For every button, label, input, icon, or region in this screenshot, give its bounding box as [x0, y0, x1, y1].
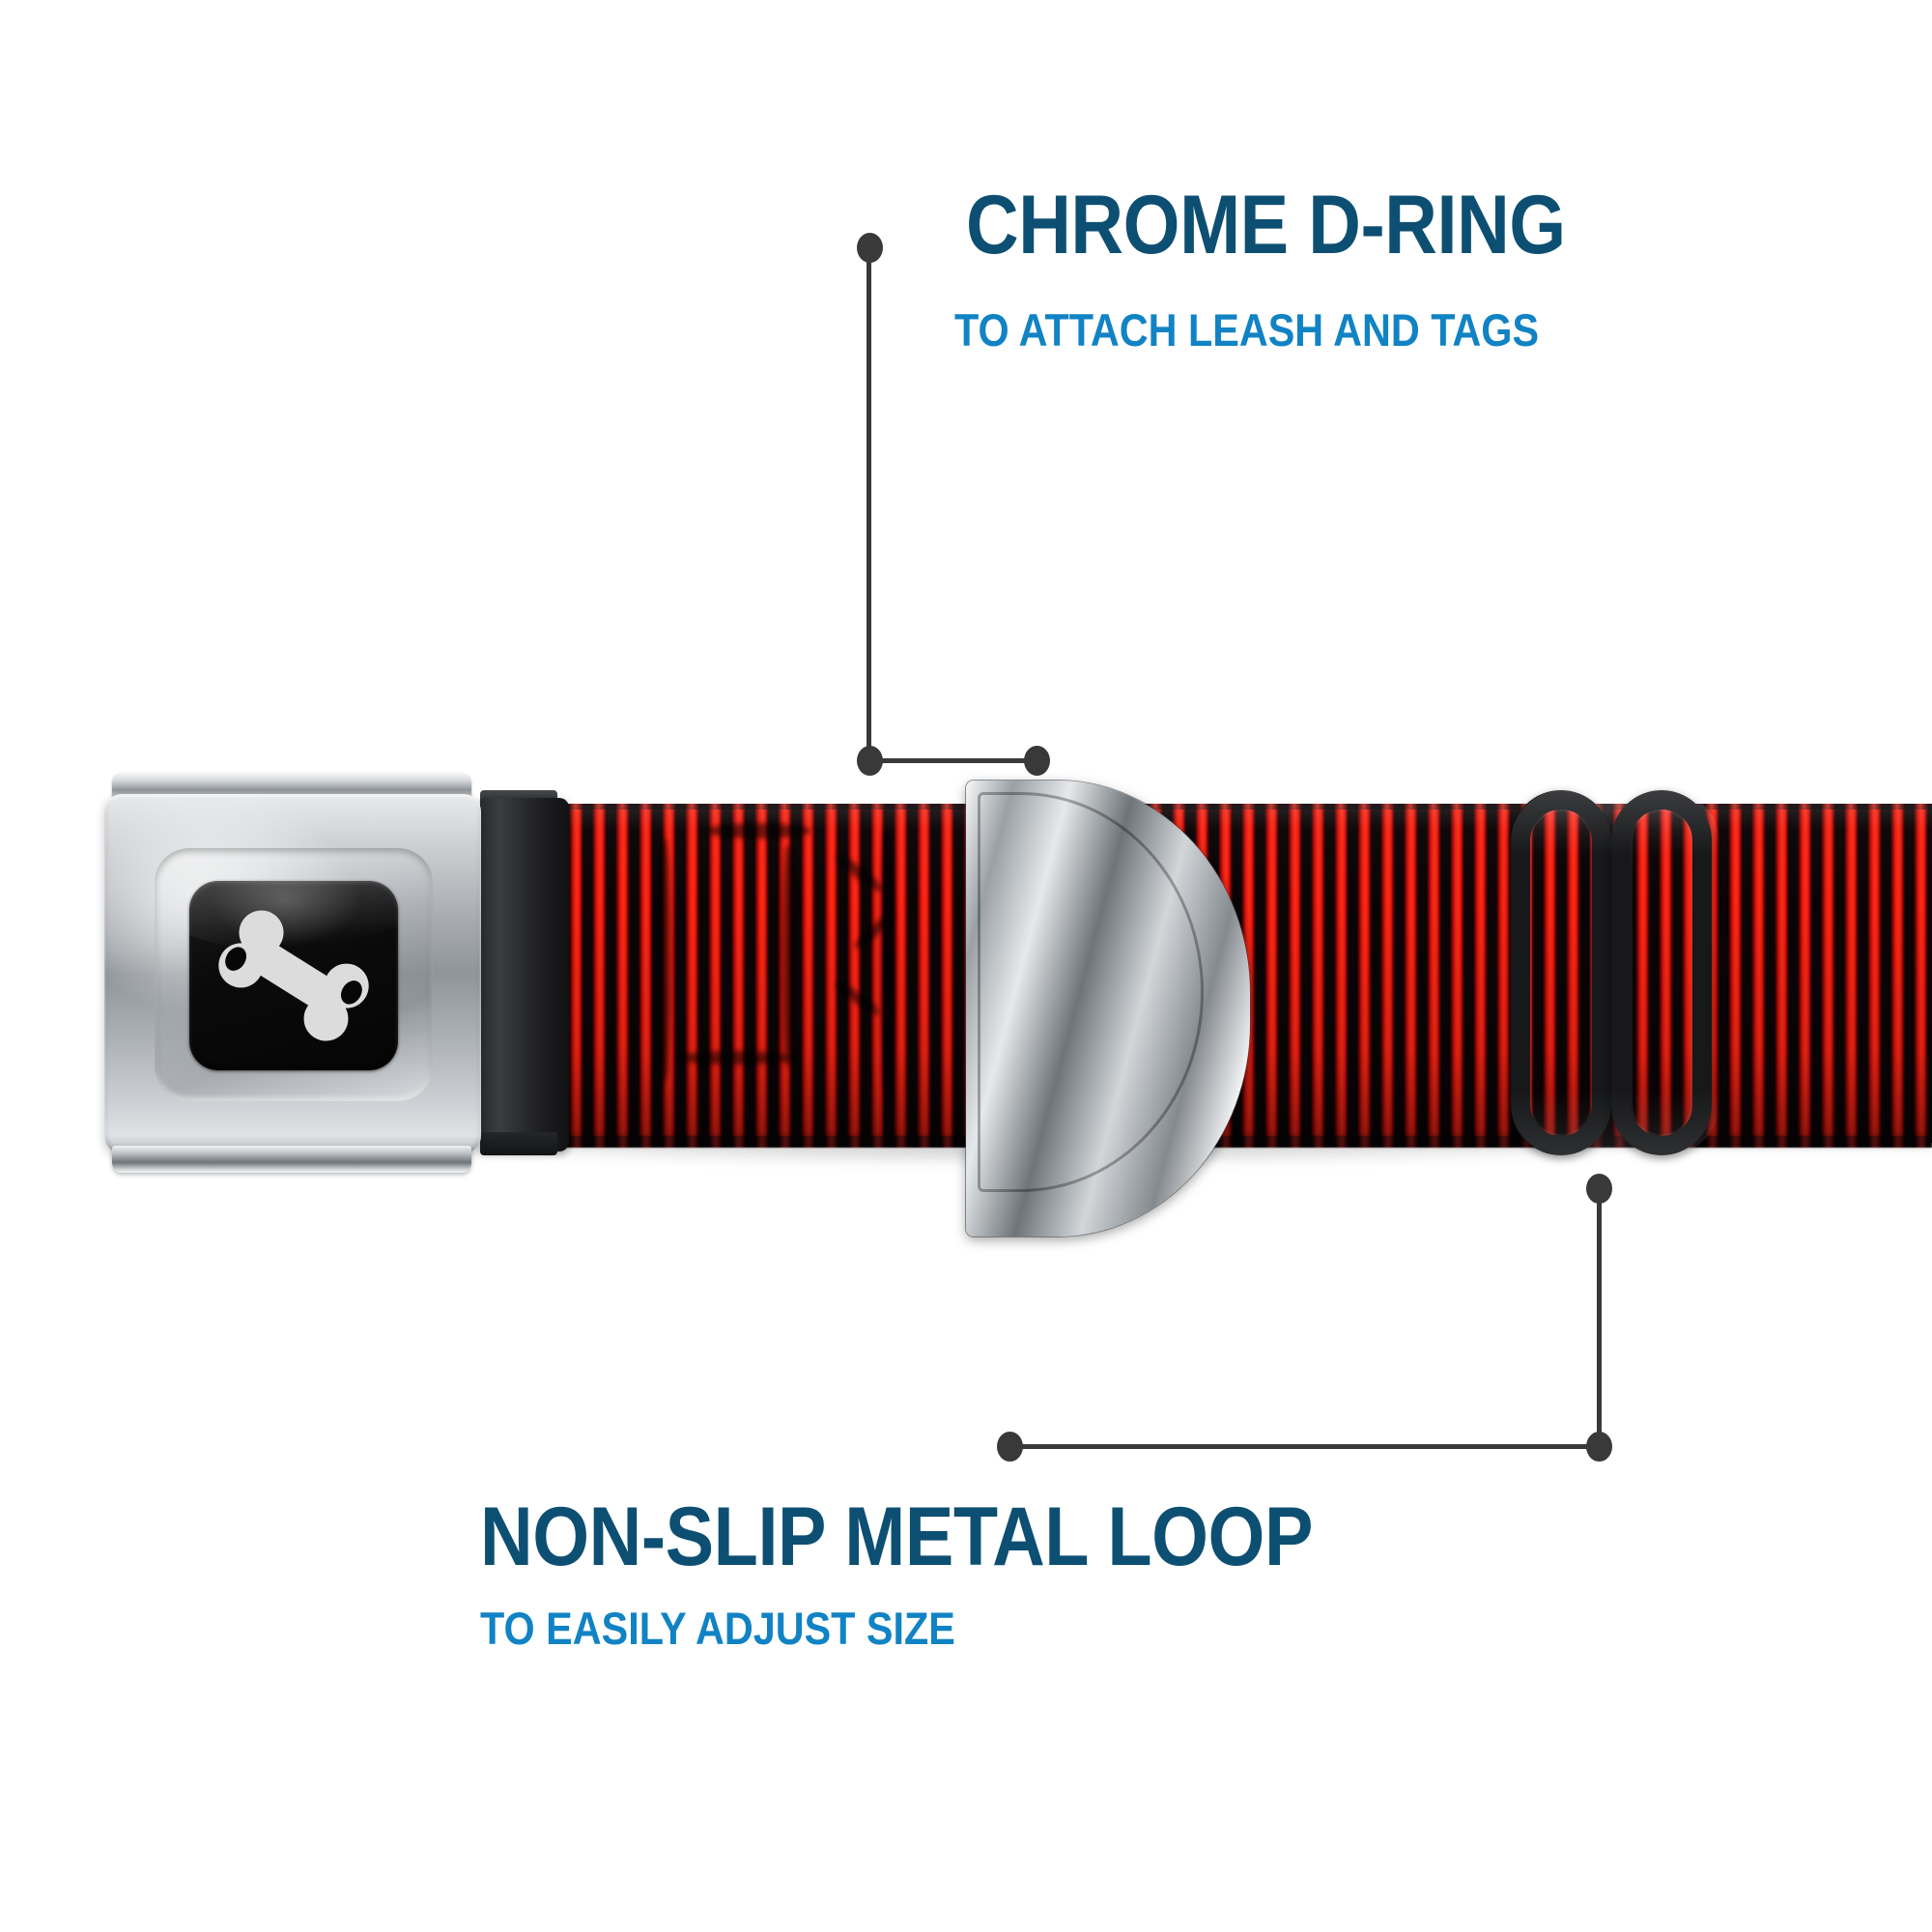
leader-line-loop-vertical: [1597, 1186, 1602, 1447]
webbing-bottom-edge: [541, 1136, 1932, 1148]
leader-line-loop-horizontal: [1010, 1444, 1600, 1449]
tri-glide-slot-right: [1611, 790, 1712, 1155]
seatbelt-buckle[interactable]: [104, 773, 505, 1177]
buckle-tongue-bottom-clip: [480, 1132, 557, 1155]
callout-title-non-slip-metal-loop: NON-SLIP METAL LOOP: [480, 1491, 1314, 1583]
leader-line-d-ring-vertical: [867, 243, 871, 765]
buckle-bottom-lip: [112, 1146, 471, 1173]
dog-bone-icon: [218, 910, 369, 1041]
callout-subtitle-chrome-d-ring: TO ATTACH LEASH AND TAGS: [954, 304, 1540, 355]
buckle-tongue: [480, 798, 569, 1151]
leader-dot-loop-end: [997, 1432, 1023, 1462]
callout-subtitle-non-slip-metal-loop: TO EASILY ADJUST SIZE: [480, 1603, 955, 1654]
callout-title-chrome-d-ring: CHROME D-RING: [966, 179, 1566, 271]
leader-dot-d-ring-target: [1024, 746, 1050, 776]
buckle-release-button[interactable]: [189, 881, 398, 1070]
tri-glide-slot-left: [1511, 790, 1611, 1155]
tri-glide-adjuster-loop[interactable]: [1511, 790, 1719, 1155]
chrome-d-ring[interactable]: [966, 781, 1235, 1221]
webbing-top-edge: [541, 804, 1932, 813]
leader-line-d-ring-horizontal: [869, 758, 1038, 763]
